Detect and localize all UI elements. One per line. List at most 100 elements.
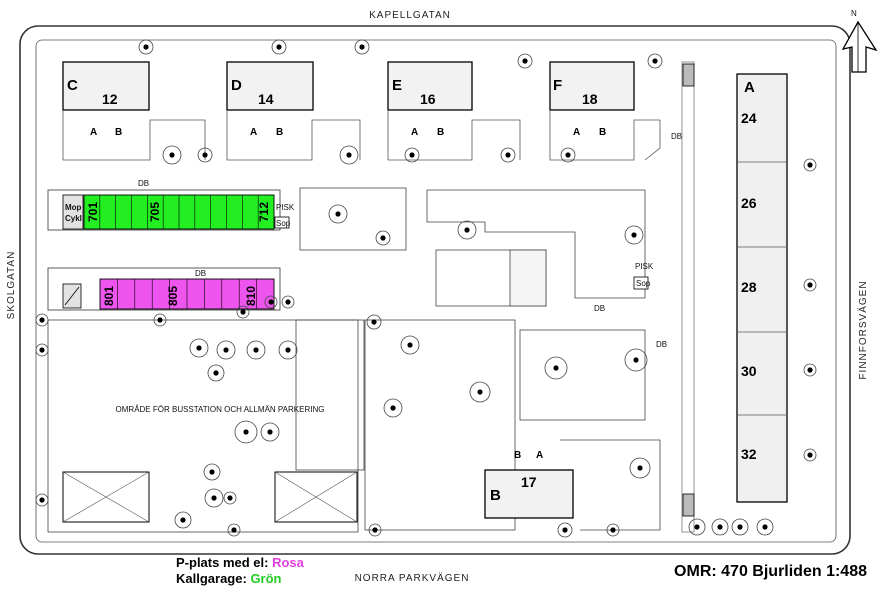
tree-trunk — [522, 58, 528, 64]
tree-canopy — [803, 363, 817, 377]
tree-canopy — [35, 343, 49, 357]
garage-705: 705 — [148, 202, 162, 222]
entrance-labels: A B A B A B A B — [90, 127, 606, 138]
garage-701: 701 — [86, 202, 100, 222]
tree-canopy — [162, 145, 182, 165]
tree-trunk — [633, 357, 639, 363]
svg-text:A: A — [411, 127, 418, 138]
parking-801: 801 — [102, 286, 116, 306]
tree-trunk — [39, 317, 45, 323]
moped-label: Mop — [65, 203, 82, 212]
tree-trunk — [285, 347, 291, 353]
tree-trunk — [565, 152, 571, 158]
svg-text:A: A — [573, 127, 580, 138]
parking-805: 805 — [166, 286, 180, 306]
tree-trunk — [553, 365, 559, 371]
tree-canopy — [400, 335, 420, 355]
tree-trunk — [223, 347, 229, 353]
tree-trunk — [505, 152, 511, 158]
svg-text:B: B — [276, 127, 283, 138]
tree-canopy — [328, 204, 348, 224]
street-north: KAPELLGATAN — [369, 10, 451, 21]
tree-trunk — [196, 345, 202, 351]
street-west: SKOLGATAN — [6, 251, 17, 320]
tree-canopy — [731, 518, 749, 536]
east-shed-bottom — [682, 493, 695, 517]
tree-canopy — [234, 420, 258, 444]
tree-canopy — [281, 295, 295, 309]
tree-trunk — [807, 367, 813, 373]
misc-db-2: DB — [656, 340, 667, 349]
tree-trunk — [157, 317, 163, 323]
building-f: F 18 — [549, 61, 635, 111]
tree-canopy — [368, 523, 382, 537]
tree-canopy — [189, 338, 209, 358]
tree-trunk — [372, 527, 378, 533]
tree-canopy — [216, 340, 236, 360]
tree-trunk — [213, 370, 219, 376]
tree-canopy — [375, 230, 391, 246]
garage-sop-label: Sop — [276, 219, 291, 228]
tree-trunk — [407, 342, 413, 348]
tree-canopy — [354, 39, 370, 55]
tree-trunk — [39, 347, 45, 353]
tree-trunk — [380, 235, 386, 241]
tree-trunk — [180, 517, 186, 523]
tree-trunk — [227, 495, 233, 501]
tree-trunk — [762, 524, 768, 530]
building-f-number: 18 — [582, 91, 598, 107]
garage-712: 712 — [257, 202, 271, 222]
tree-canopy — [517, 53, 533, 69]
courtyard-db-label: DB — [594, 304, 605, 313]
building-b-entrance-a: A — [536, 450, 543, 461]
legend-el-label: P-plats med el: — [176, 555, 269, 570]
bus-area: OMRÅDE FÖR BUSSTATION OCH ALLMÄN PARKERI… — [47, 319, 359, 533]
tree-trunk — [276, 44, 282, 50]
tree-canopy — [500, 147, 516, 163]
legend-garage: Kallgarage: Grön — [176, 571, 282, 586]
tree-canopy — [153, 313, 167, 327]
tree-canopy — [803, 448, 817, 462]
tree-trunk — [202, 152, 208, 158]
building-b-number: 17 — [521, 474, 537, 490]
tree-canopy — [457, 220, 477, 240]
east-walkway — [681, 61, 695, 533]
svg-text:B: B — [115, 127, 122, 138]
tree-trunk — [737, 524, 743, 530]
parking-810: 810 — [244, 286, 258, 306]
tree-canopy — [688, 518, 706, 536]
building-a-24: 24 — [741, 110, 757, 126]
tree-trunk — [477, 389, 483, 395]
building-a-30: 30 — [741, 363, 757, 379]
tree-trunk — [143, 44, 149, 50]
building-e-letter: E — [392, 77, 402, 94]
tree-trunk — [243, 429, 249, 435]
building-e: E 16 — [387, 61, 473, 111]
bike-label: Cykl — [65, 214, 82, 223]
tree-canopy — [204, 488, 224, 508]
inner-boundary — [35, 39, 837, 543]
tree-trunk — [717, 524, 723, 530]
building-a-28: 28 — [741, 279, 757, 295]
trees — [35, 39, 817, 538]
courtyard-sop-room — [633, 276, 649, 290]
building-a-letter: A — [744, 79, 755, 96]
tree-trunk — [211, 495, 217, 501]
tree-canopy — [138, 39, 154, 55]
tree-canopy — [803, 158, 817, 172]
parking-row: 801 805 810 DB — [47, 267, 281, 311]
tree-trunk — [240, 309, 246, 315]
tree-canopy — [756, 518, 774, 536]
tree-canopy — [227, 523, 241, 537]
building-a-32: 32 — [741, 446, 757, 462]
tree-canopy — [383, 398, 403, 418]
building-d: D 14 — [226, 61, 314, 111]
tree-canopy — [271, 39, 287, 55]
tree-trunk — [371, 319, 377, 325]
building-a-26: 26 — [741, 195, 757, 211]
bus-shelter-left — [62, 471, 150, 523]
east-shed-top — [682, 63, 695, 87]
tree-canopy — [197, 147, 213, 163]
building-c-number: 12 — [102, 91, 118, 107]
